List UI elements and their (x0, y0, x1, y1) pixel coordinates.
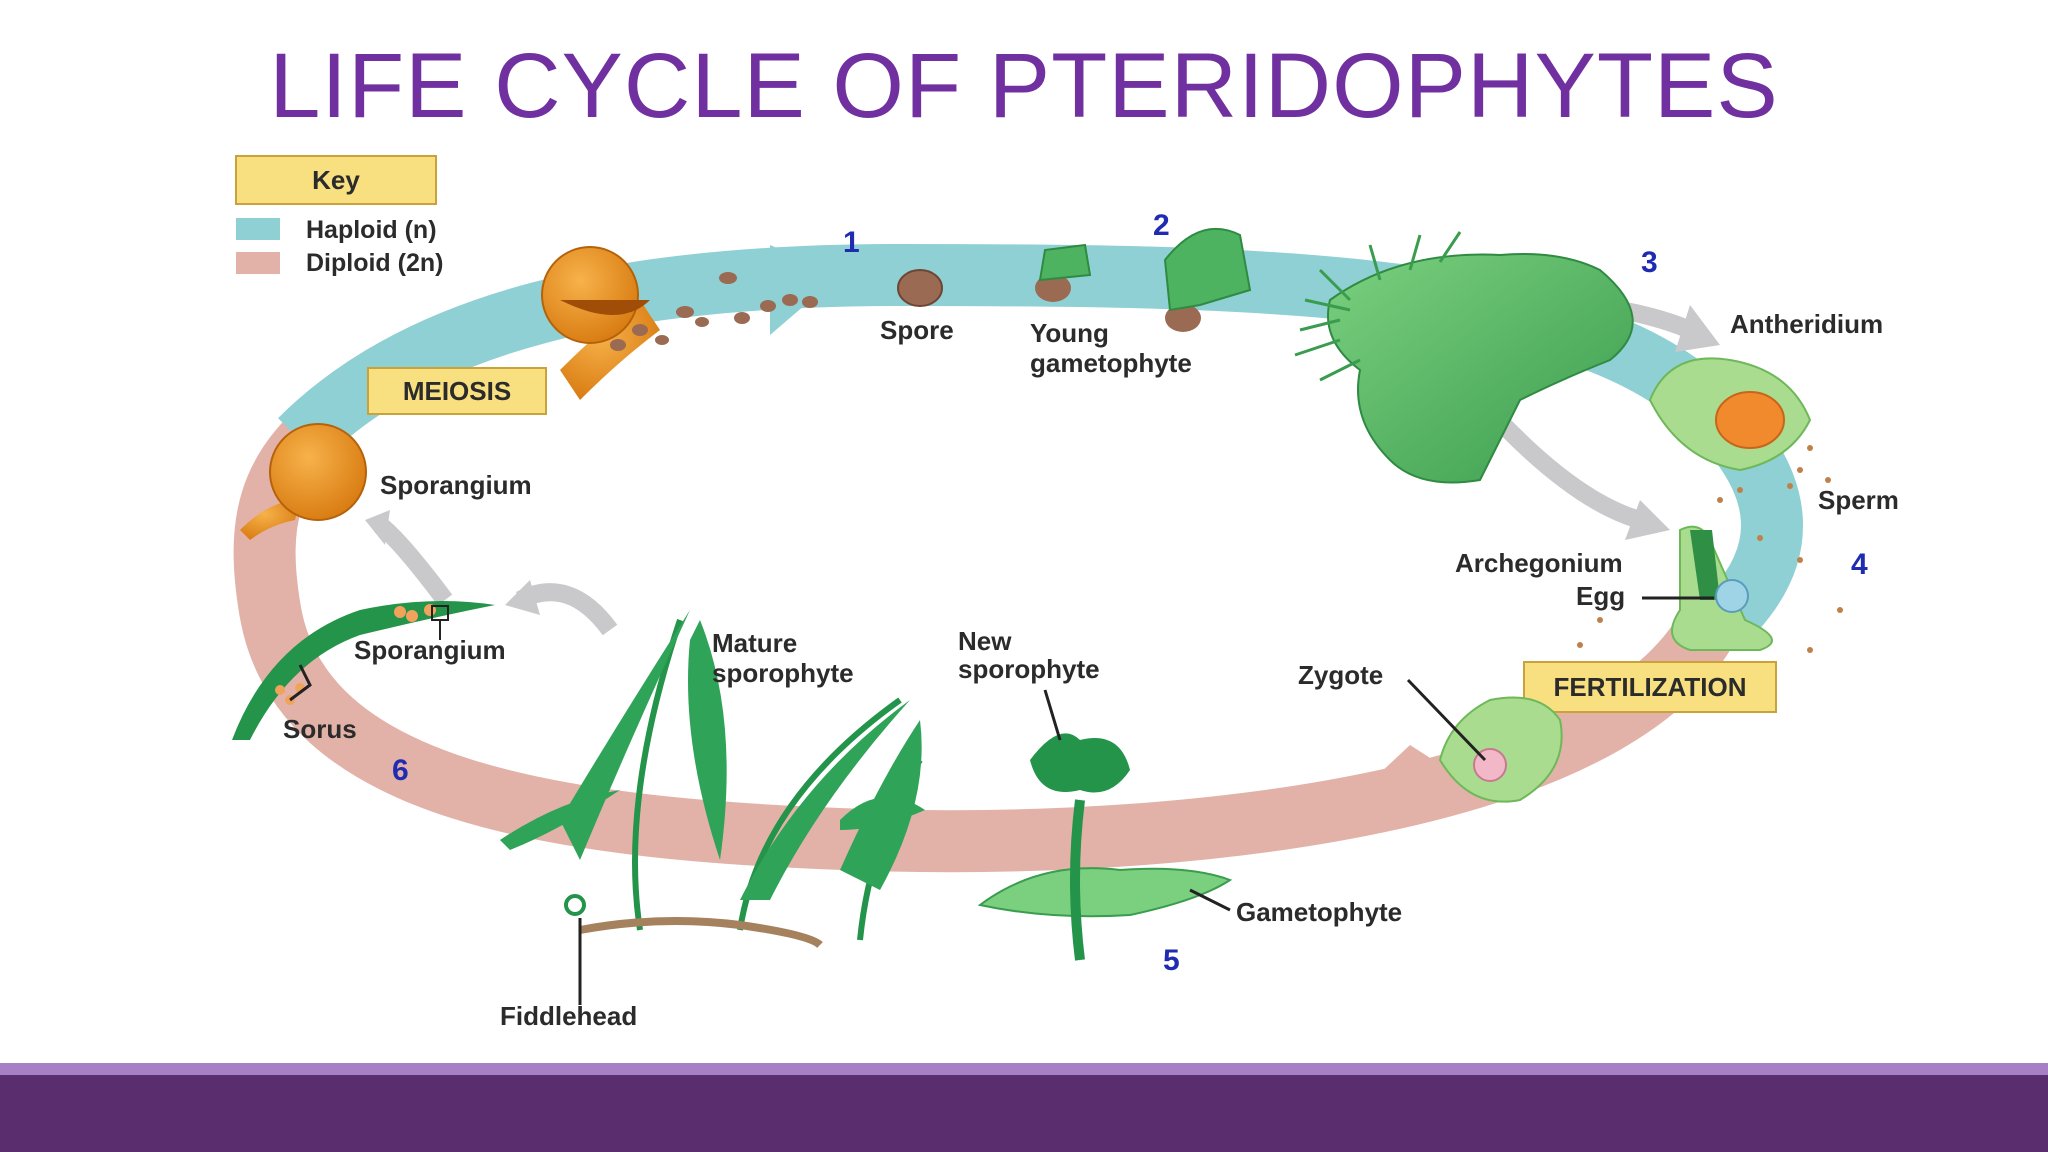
closed-sporangium-illustration (240, 423, 367, 540)
new-sporophyte-pointer (1043, 689, 1062, 741)
fiddlehead-label: Fiddlehead (500, 1001, 637, 1031)
young-label-line1: Young (1030, 318, 1109, 348)
spore-illustration (897, 269, 943, 307)
young-gametophyte-illustration (1035, 227, 1252, 332)
mature-gametophyte-illustration (1294, 231, 1634, 484)
zygote-label: Zygote (1298, 660, 1383, 690)
arrowhead-archegonium (1625, 500, 1670, 540)
egg-label: Egg (1576, 581, 1625, 611)
key-title: Key (312, 165, 360, 195)
key-legend: Key Haploid (n) Diploid (2n) (235, 155, 443, 277)
arrowhead-frond (505, 580, 540, 615)
new-sporophyte-label-line1: New (958, 626, 1012, 656)
antheridium-illustration (1648, 357, 1812, 472)
sorus-pointer (289, 664, 312, 702)
open-sporangium-illustration (541, 246, 660, 400)
spore-label: Spore (880, 315, 954, 345)
sporangium-label-leaf: Sporangium (354, 635, 506, 665)
arrowhead-antheridium (1675, 305, 1720, 352)
haploid-arrowhead (770, 245, 840, 335)
arrowhead-sporangium (365, 510, 390, 545)
mature-sporophyte-illustration (500, 610, 925, 1005)
life-cycle-diagram: Key Haploid (n) Diploid (2n) MEIOSIS FER… (232, 155, 1899, 1031)
released-spores (610, 272, 818, 351)
rhizome (579, 917, 823, 949)
fiddlehead-coil (564, 894, 586, 916)
sorus-label: Sorus (283, 714, 357, 744)
sperm-label: Sperm (1818, 485, 1899, 515)
egg-cell (1715, 579, 1749, 613)
zygote-illustration (1406, 678, 1563, 803)
diploid-swatch (236, 252, 280, 274)
archegonium-label: Archegonium (1455, 548, 1623, 578)
new-sporophyte-illustration (977, 689, 1233, 961)
diploid-arrowhead (1330, 745, 1480, 820)
key-title-box (235, 155, 437, 205)
haploid-label: Haploid (n) (306, 216, 437, 244)
zygote-pointer (1406, 678, 1487, 762)
slide-title: LIFE CYCLE OF PTERIDOPHYTES (269, 35, 1779, 137)
young-label-line2: gametophyte (1030, 348, 1192, 378)
arrow-to-sporangium (374, 517, 453, 606)
archegonium-illustration (1642, 525, 1773, 651)
step-number-2: 2 (1153, 209, 1170, 242)
mature-sporophyte-label-line1: Mature (712, 628, 797, 658)
gametophyte-label: Gametophyte (1236, 897, 1402, 927)
footer-bar (0, 1075, 2048, 1152)
step-number-4: 4 (1851, 548, 1868, 581)
step-number-5: 5 (1163, 944, 1180, 977)
sporangium-label-top: Sporangium (380, 470, 532, 500)
svg-text:MEIOSIS: MEIOSIS (403, 376, 511, 406)
step-number-6: 6 (392, 754, 409, 787)
step-number-3: 3 (1641, 246, 1658, 279)
leaf-sorus-illustration (232, 601, 495, 740)
mature-sporophyte-label-line2: sporophyte (712, 658, 854, 688)
sperm-cells (1577, 445, 1843, 653)
footer-accent-bar (0, 1063, 2048, 1075)
new-sporophyte-label-line2: sporophyte (958, 654, 1100, 684)
meiosis-box: MEIOSIS (367, 367, 547, 415)
fertilization-box: FERTILIZATION (1523, 661, 1777, 713)
gametophyte-pointer (1189, 888, 1231, 912)
haploid-swatch (236, 218, 280, 240)
step-number-1: 1 (843, 226, 860, 259)
antheridium-label: Antheridium (1730, 309, 1883, 339)
diploid-label: Diploid (2n) (306, 249, 443, 277)
svg-text:FERTILIZATION: FERTILIZATION (1553, 672, 1746, 702)
